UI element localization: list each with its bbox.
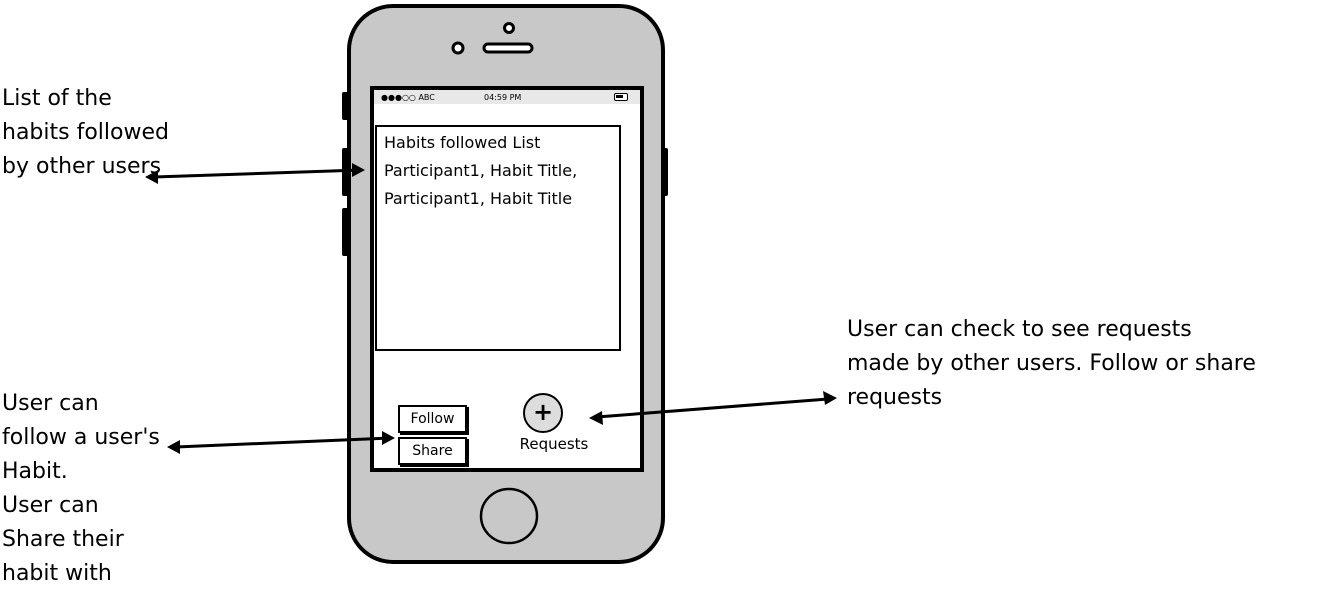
- arrow-follow-share: [167, 431, 395, 454]
- annotation-habits-list: List of the habits followed by other use…: [2, 86, 169, 179]
- arrow-habits-list: [145, 163, 365, 184]
- home-button[interactable]: [479, 487, 539, 545]
- time-label: 04:59 PM: [484, 93, 522, 102]
- plus-icon: +: [532, 398, 554, 426]
- camera-icon: [503, 22, 515, 34]
- battery-icon: [614, 93, 628, 101]
- list-item[interactable]: Participant1, Habit Title: [384, 189, 573, 208]
- arrow-requests: [589, 391, 837, 425]
- list-item[interactable]: Participant1, Habit Title,: [384, 161, 578, 180]
- sensor-icon: [451, 41, 465, 55]
- phone-wireframe: [145, 4, 837, 564]
- speaker-grille: [482, 42, 534, 54]
- habit-list[interactable]: Habits followed List Participant1, Habit…: [375, 125, 621, 351]
- share-button[interactable]: Share: [398, 437, 467, 465]
- habit-list-title: Habits followed List: [384, 133, 541, 152]
- status-bar: [374, 90, 640, 104]
- requests-label: Requests: [519, 435, 589, 453]
- carrier-label: ●●●○○ ABC: [381, 93, 435, 102]
- follow-button[interactable]: Follow: [398, 405, 467, 433]
- requests-button[interactable]: +: [523, 393, 563, 433]
- annotation-follow-share: User can follow a user's Habit. User can…: [2, 391, 160, 586]
- annotation-requests: User can check to see requests made by o…: [847, 317, 1256, 410]
